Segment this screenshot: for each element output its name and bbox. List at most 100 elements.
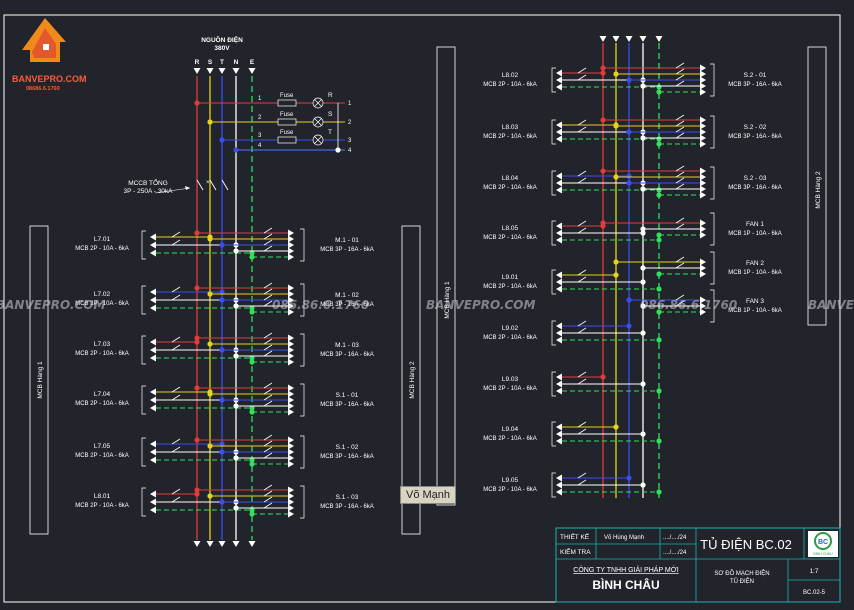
breaker-contact [577, 126, 587, 133]
breaker-bracket [300, 228, 305, 262]
breaker-spec: MCB 2P - 10A - 6kA [483, 487, 537, 493]
lamp-cross [314, 136, 322, 144]
breaker-bracket [141, 385, 146, 415]
watermark-brand-2: BANVEPRO.COM [426, 298, 536, 312]
breaker-contact [675, 165, 685, 172]
terminal-arrow [288, 390, 294, 398]
breaker-contact [577, 421, 587, 428]
junction-dot [640, 431, 646, 437]
terminal-arrow [150, 506, 156, 514]
junction-dot [207, 443, 213, 449]
breaker-spec: MCB 2P - 10A - 6kA [75, 351, 129, 357]
terminal-arrow [150, 288, 156, 296]
breaker-bracket [551, 67, 556, 93]
terminal-arrow [700, 296, 706, 304]
bus-arrow [232, 541, 240, 547]
junction-dot [233, 303, 239, 309]
terminal-arrow [288, 448, 294, 456]
fuse-end-number: 4 [348, 148, 352, 154]
panel1-right-bracket: MCB Hàng 2 [401, 225, 421, 535]
drawing-border [3, 14, 841, 603]
junction-dot [656, 271, 662, 277]
junction-dot [656, 136, 662, 142]
breaker-contact [577, 74, 587, 81]
junction-dot [640, 226, 646, 232]
junction-dot [219, 499, 225, 505]
terminal-arrow [556, 121, 562, 129]
terminal-arrow [556, 229, 562, 237]
terminal-arrow [556, 285, 562, 293]
fuse-number: 2 [258, 115, 262, 121]
breaker-contact [171, 394, 181, 401]
breaker-bracket [551, 320, 556, 346]
breaker-name: S.2 - 02 [744, 124, 767, 131]
junction-dot [207, 341, 213, 347]
breaker-contact [577, 371, 587, 378]
breaker-contact [171, 386, 181, 393]
breaker-contact [263, 440, 273, 447]
terminal-arrow [556, 172, 562, 180]
breaker-contact [263, 484, 273, 491]
lamp-label: R [328, 92, 333, 99]
junction-dot [233, 248, 239, 254]
junction-dot [656, 286, 662, 292]
junction-dot [219, 297, 225, 303]
breaker-bracket [141, 335, 146, 365]
terminal-arrow [288, 384, 294, 392]
breaker-bracket [551, 119, 556, 145]
terminal-arrow [150, 490, 156, 498]
terminal-arrow [288, 241, 294, 249]
fuse-symbol [277, 118, 297, 126]
breaker-contact [171, 496, 181, 503]
watermark: BANVEPRO.COM 086.86.6.1760 BANVEPRO.COM … [0, 298, 854, 312]
phase-arrow [193, 68, 201, 74]
svg-text:×: × [206, 180, 210, 186]
checked-date: ..../..../24 [663, 550, 687, 556]
fuse-label: Fuse [280, 130, 294, 136]
junction-dot [656, 237, 662, 243]
terminal-arrow [556, 271, 562, 279]
junction-dot [656, 89, 662, 95]
breaker-name: L7.02 [94, 291, 111, 298]
terminal-arrow [700, 258, 706, 266]
junction-dot [233, 353, 239, 359]
terminal-arrow [288, 498, 294, 506]
breaker-contact [577, 276, 587, 283]
junction-dot [207, 119, 213, 125]
junction-dot [656, 388, 662, 394]
junction-dot [640, 482, 646, 488]
breaker-name: S.2 - 03 [744, 175, 767, 182]
terminal-arrow [288, 408, 294, 416]
terminal-arrow [150, 233, 156, 241]
fuse-end-number: 2 [348, 120, 352, 126]
breaker-spec: MCB 2P - 10A - 6kA [483, 335, 537, 341]
junction-dot [194, 335, 200, 341]
terminal-arrow [288, 492, 294, 500]
terminal-arrow [288, 334, 294, 342]
author-tag: Võ Mạnh [400, 486, 456, 504]
watermark-brand-1: BANVEPRO.COM [0, 298, 106, 312]
source-title: NGUỒN ĐIỆN [201, 34, 243, 44]
breaker-contact [263, 338, 273, 345]
terminal-arrow [700, 185, 706, 193]
junction-dot [219, 137, 225, 143]
watermark-phone-2: 086.86.6.1760 [640, 298, 737, 312]
junction-dot [233, 455, 239, 461]
terminal-arrow [556, 380, 562, 388]
breaker-spec: MCB 1P - 10A - 6kA [728, 308, 782, 314]
breaker-contact [171, 446, 181, 453]
breaker-name: L9.05 [502, 477, 519, 484]
breaker-spec: MCB 2P - 10A - 6kA [75, 301, 129, 307]
bus-arrow [599, 36, 607, 42]
breaker-name: L8.02 [502, 72, 519, 79]
breaker-name: L8.05 [502, 225, 519, 232]
breaker-name: L8.04 [502, 175, 519, 182]
terminal-arrow [700, 302, 706, 310]
breaker-spec: MCB 2P - 10A - 6kA [75, 503, 129, 509]
junction-dot [207, 493, 213, 499]
